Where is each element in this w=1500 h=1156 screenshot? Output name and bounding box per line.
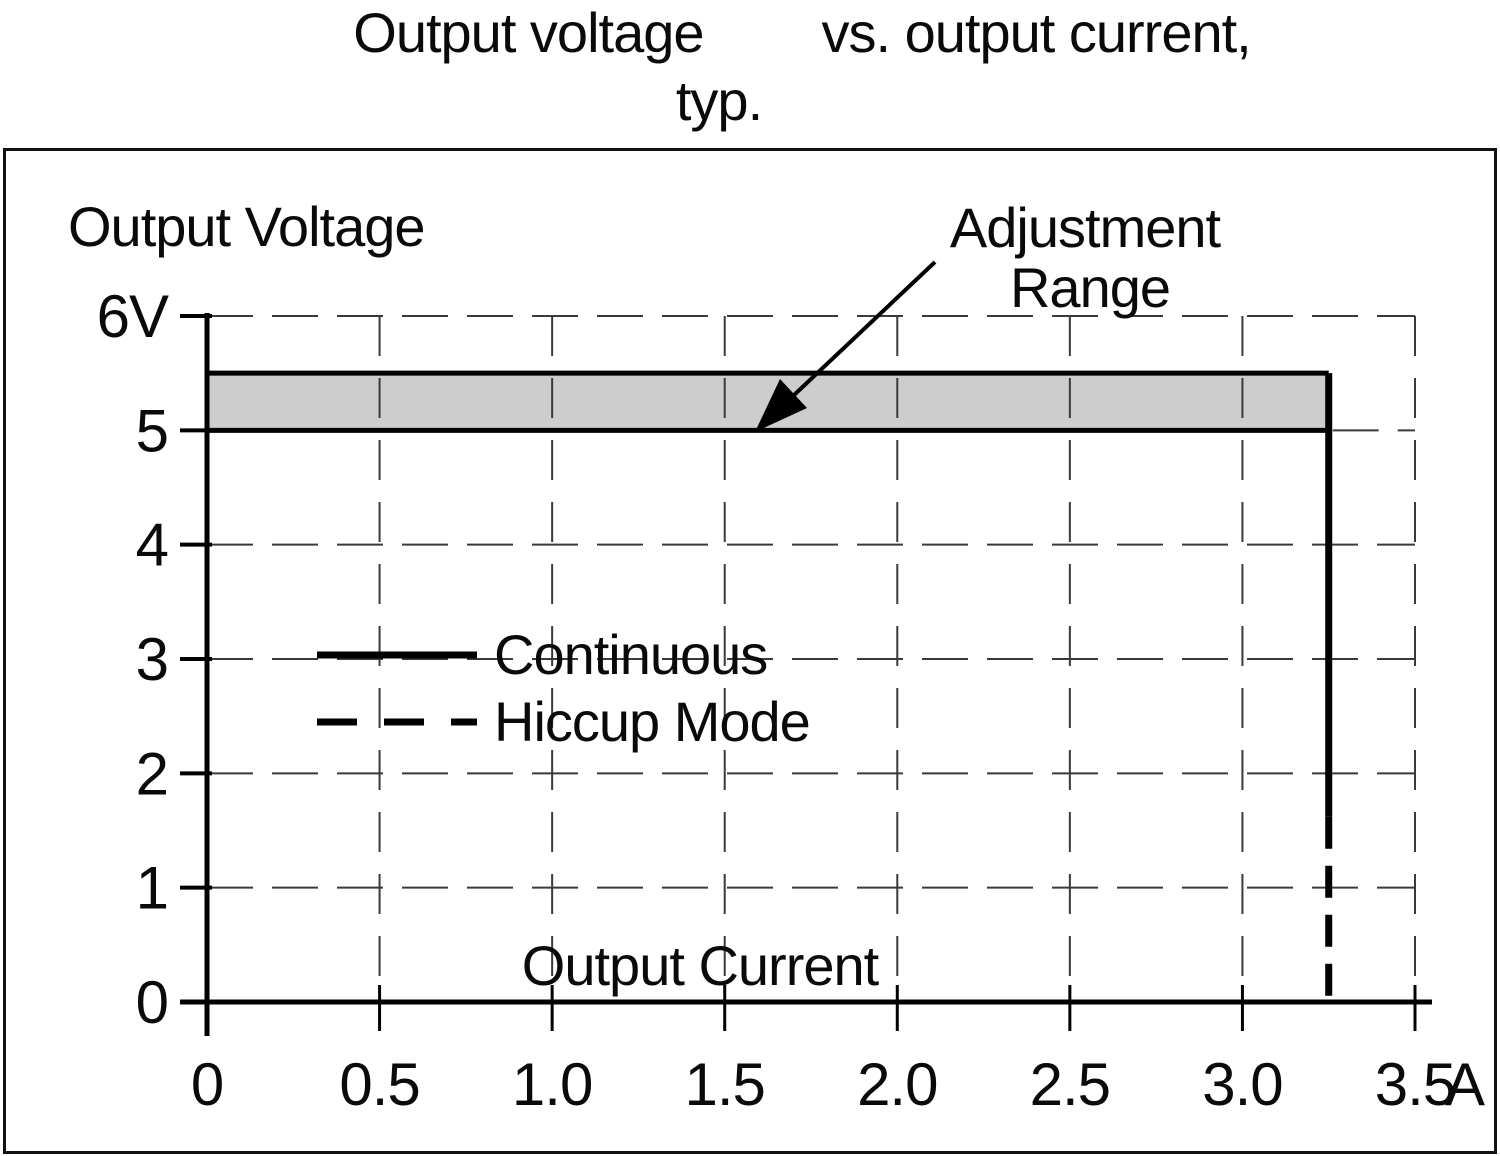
adjustment-range-label: Adjustment — [950, 196, 1222, 259]
adjustment-arrow-head — [755, 379, 807, 432]
y-tick-label: 3 — [136, 626, 168, 693]
x-axis-title: Output Current — [522, 934, 880, 997]
x-tick-label: 0 — [191, 1051, 223, 1118]
chart-title: Output voltage vs. output current, — [0, 0, 1500, 65]
x-tick-label: 3.5 — [1375, 1051, 1455, 1118]
chart-title-typ: typ. — [675, 69, 763, 132]
x-tick-label: 3.0 — [1202, 1051, 1282, 1118]
adjustment-arrow-line — [791, 260, 937, 398]
legend-label: Hiccup Mode — [494, 690, 810, 753]
x-tick-label: 2.5 — [1030, 1051, 1110, 1118]
legend-label: Continuous — [494, 623, 767, 686]
y-tick-label: 6V — [97, 283, 169, 350]
adjustment-range-label: Range — [1010, 256, 1170, 319]
y-tick-label: 1 — [136, 855, 168, 922]
y-axis-title: Output Voltage — [68, 195, 425, 258]
y-tick-label: 2 — [136, 740, 168, 807]
y-tick-label: 5 — [136, 397, 168, 464]
x-axis-unit-label: A — [1445, 1051, 1485, 1118]
x-tick-label: 1.0 — [512, 1051, 592, 1118]
y-tick-label: 0 — [136, 969, 168, 1036]
y-tick-label: 4 — [136, 512, 168, 579]
chart-title-part1: Output voltage — [353, 1, 704, 64]
x-tick-label: 0.5 — [339, 1051, 419, 1118]
x-tick-label: 2.0 — [857, 1051, 937, 1118]
chart-title-part2: vs. output current, — [821, 1, 1252, 64]
x-tick-label: 1.5 — [685, 1051, 765, 1118]
chart-frame — [3, 148, 1497, 1154]
